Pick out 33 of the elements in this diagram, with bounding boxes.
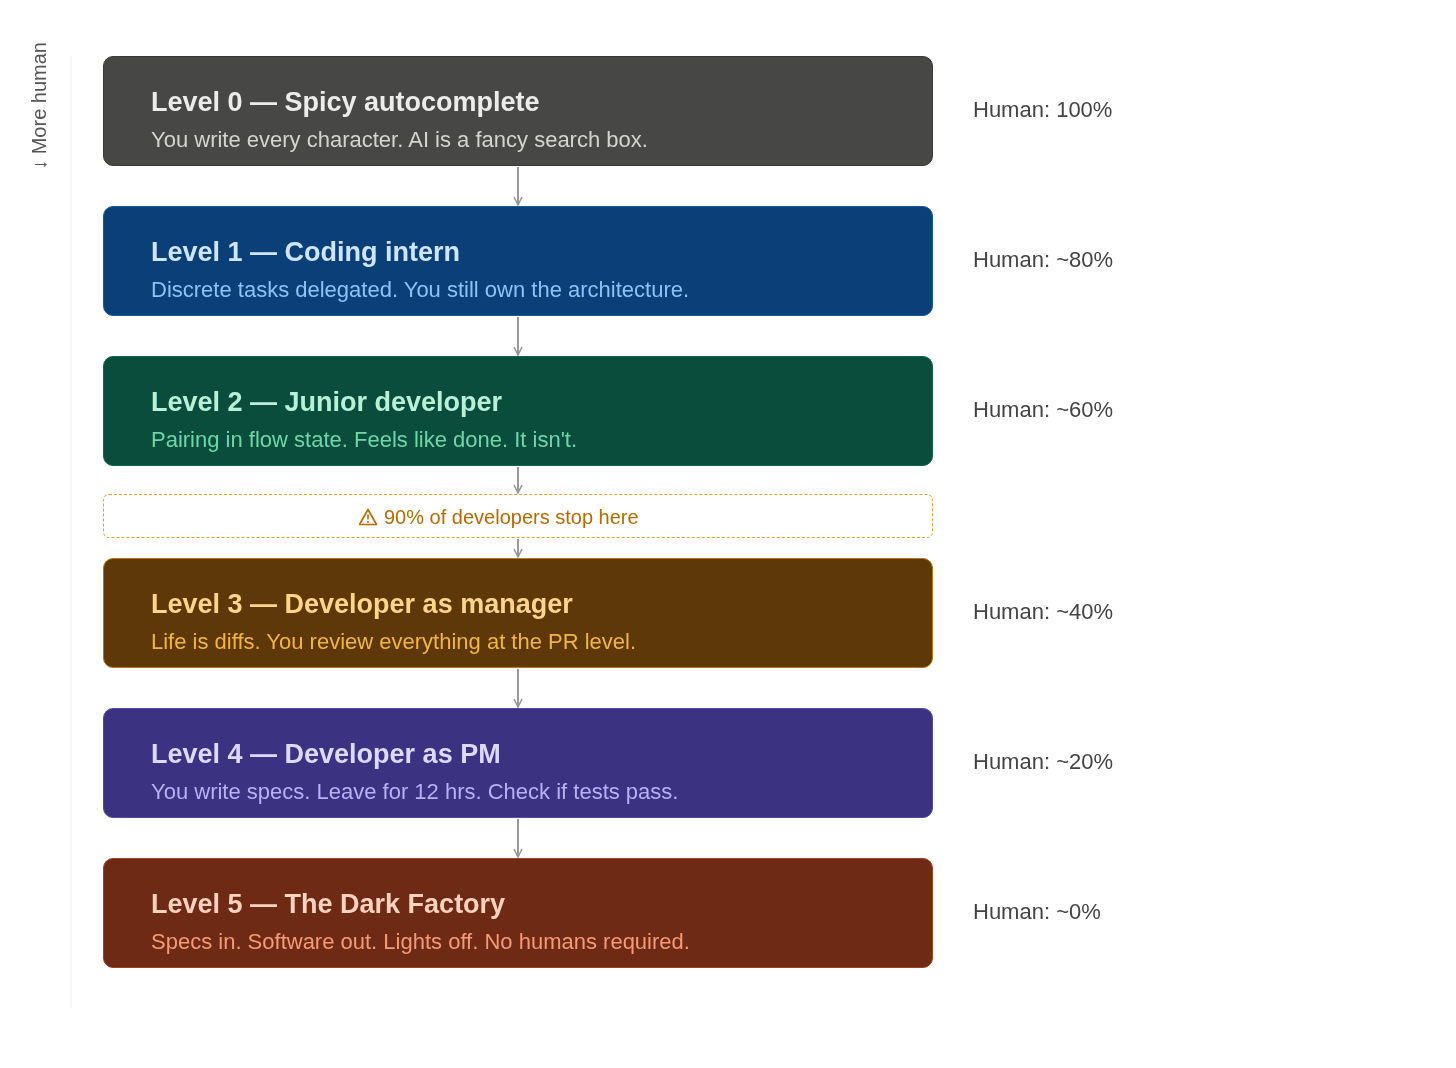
level-title: Level 2 — Junior developer — [151, 387, 503, 418]
percentage-label: Human: ~0% — [973, 899, 1101, 925]
warning-text: 90% of developers stop here — [384, 506, 639, 529]
level-box — [103, 206, 933, 316]
level-description: You write specs. Leave for 12 hrs. Check if tests pass. — [151, 779, 679, 805]
level-box — [103, 356, 933, 466]
percentage-label: Human: ~80% — [973, 247, 1114, 273]
level-title: Level 3 — Developer as manager — [151, 589, 573, 620]
percentage-label: Human: ~40% — [973, 599, 1114, 625]
arrow — [513, 166, 523, 206]
arrow — [513, 668, 523, 708]
arrow — [513, 818, 523, 858]
warning-banner — [103, 494, 933, 538]
level-description: You write every character. AI is a fancy search box. — [151, 127, 648, 153]
level-description: Pairing in flow state. Feels like done. It isn't. — [151, 427, 578, 453]
level-box — [103, 56, 933, 166]
percentage-label: Human: ~20% — [973, 749, 1114, 775]
level-box — [103, 558, 933, 668]
arrow — [513, 316, 523, 356]
level-title: Level 5 — The Dark Factory — [151, 889, 506, 920]
arrow — [513, 466, 523, 494]
percentage-label: Human: ~60% — [973, 397, 1114, 423]
level-description: Specs in. Software out. Lights off. No humans required. — [151, 929, 690, 955]
level-title: Level 1 — Coding intern — [151, 237, 461, 268]
level-box — [103, 708, 933, 818]
level-description: Discrete tasks delegated. You still own the architecture. — [151, 277, 690, 303]
level-title: Level 4 — Developer as PM — [151, 739, 501, 770]
percentage-label: Human: 100% — [973, 97, 1113, 123]
axis-label: ↓ More human — [28, 42, 51, 170]
level-description: Life is diffs. You review everything at the PR level. — [151, 629, 637, 655]
level-box — [103, 858, 933, 968]
arrow — [513, 538, 523, 558]
level-title: Level 0 — Spicy autocomplete — [151, 87, 540, 118]
